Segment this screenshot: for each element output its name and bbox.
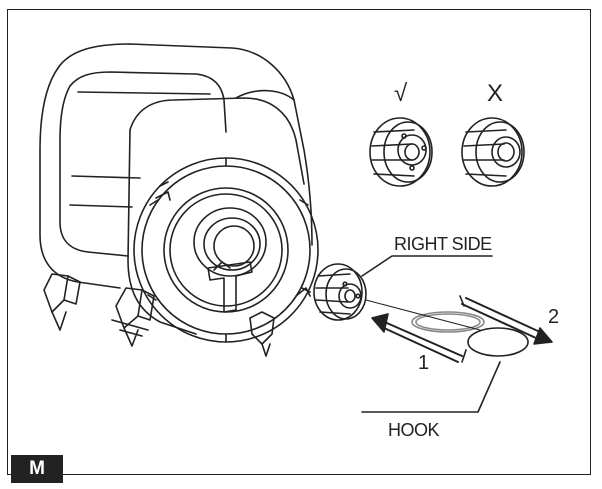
hook-ring [467,327,529,357]
figure-frame [7,9,591,475]
step-1-label: 1 [418,352,429,374]
correct-mark: √ [394,80,407,107]
arrow-step-2 [459,295,553,345]
guide-line [365,299,481,331]
right-side-leader [361,255,493,277]
wrong-mark: X [487,80,503,107]
pump-feet [43,273,275,357]
arrow-step-1 [371,313,467,363]
right-side-bushing [313,263,367,321]
wrong-bushing [461,117,525,187]
step-2-label: 2 [548,306,559,328]
right-side-label: RIGHT SIDE [394,234,492,254]
hook-label: HOOK [388,420,440,440]
correct-bushing [369,117,433,187]
hook-leader [361,361,501,413]
pump-body [39,43,319,343]
panel-badge: M [11,455,63,483]
seal-ring [411,311,485,333]
